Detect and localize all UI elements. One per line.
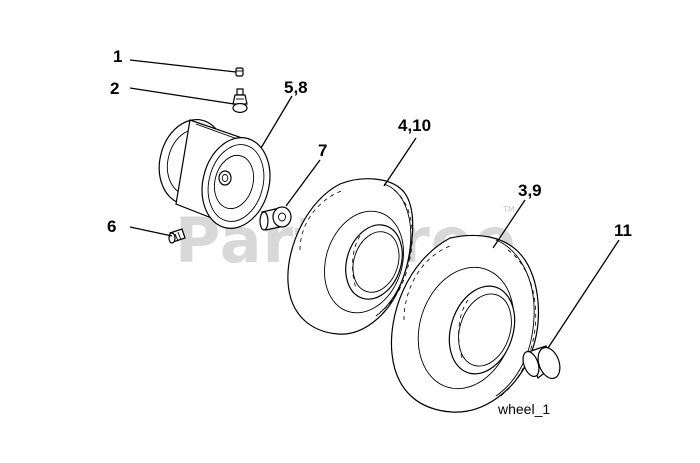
callout-7: 7	[318, 141, 327, 160]
hub-cap-part	[522, 345, 561, 380]
rim-part	[158, 118, 271, 229]
valve-cap-part	[235, 67, 244, 77]
callout-4-10: 4,10	[398, 116, 431, 135]
callout-6: 6	[107, 217, 116, 236]
callout-3-9: 3,9	[518, 181, 542, 200]
callout-1: 1	[113, 47, 122, 66]
callout-11: 11	[614, 221, 632, 240]
leader-lines	[129, 59, 620, 349]
tire-part-right	[390, 234, 539, 413]
leader-line-2	[129, 87, 235, 105]
leader-line-6	[129, 226, 173, 237]
bushing-part	[259, 206, 292, 231]
diagram-caption: wheel_1	[497, 401, 550, 417]
callout-5-8: 5,8	[284, 78, 308, 97]
watermark-trademark: TM	[502, 205, 515, 214]
tire-part-left	[287, 178, 414, 335]
leader-line-4-10	[383, 137, 417, 187]
leader-line-1	[129, 59, 237, 73]
valve-stem-part	[232, 88, 248, 114]
leader-line-11	[547, 239, 620, 349]
callout-2: 2	[110, 79, 119, 98]
leader-line-7	[285, 159, 321, 207]
leader-line-3-9	[492, 199, 526, 249]
grease-fitting-part	[168, 228, 186, 244]
leader-line-5-8	[260, 95, 293, 149]
